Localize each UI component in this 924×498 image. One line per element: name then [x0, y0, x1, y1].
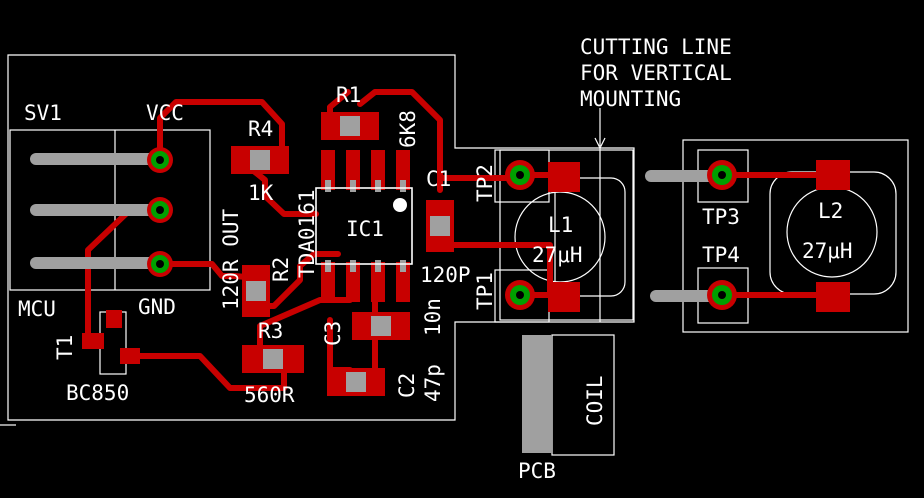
pad-gnd: [147, 251, 173, 277]
t1-footprint: [82, 310, 140, 364]
l1-inner-outline: [554, 177, 626, 297]
ic1-pin1-dot: [393, 198, 407, 212]
trace-r2-ic: [253, 251, 341, 309]
smd-pads: [82, 112, 850, 396]
pad-tp4: [707, 280, 737, 310]
cutting-line-text-1: CUTTING LINE: [580, 35, 732, 59]
tp3-label: TP3: [702, 205, 740, 229]
c2-label: C2: [395, 373, 419, 398]
ic1-pins-top: [321, 150, 410, 190]
main-board-outline: [7, 54, 635, 421]
trace-vcc-r4: [157, 99, 285, 163]
l1-circle: [514, 191, 606, 283]
ic1-pins-bottom: [321, 262, 410, 302]
vcc-label: VCC: [146, 101, 184, 125]
l1-label: L1: [548, 213, 573, 237]
cutting-line-text-3: MOUNTING: [580, 87, 681, 111]
c3-label: C3: [321, 321, 345, 346]
sv1-pin-3: [30, 257, 162, 269]
mcu-label: MCU: [18, 297, 56, 321]
c3-value: 10n: [421, 298, 445, 336]
r2-footprint: [242, 265, 270, 317]
l1-outline: [499, 149, 634, 321]
copper-traces: [85, 89, 835, 391]
cutting-line-arrow-head: [594, 137, 606, 150]
silkscreen-text: CUTTING LINE FOR VERTICAL MOUNTING SV1 V…: [18, 35, 853, 483]
r4-footprint: [231, 146, 289, 174]
board-outlines: [0, 54, 909, 456]
pad-tp1: [505, 280, 535, 310]
r2-label: R2: [269, 257, 293, 282]
pad-tp3: [707, 160, 737, 190]
bc850-label: BC850: [66, 381, 129, 405]
sv1-pin-2: [30, 204, 162, 216]
gnd-label: GND: [138, 295, 176, 319]
cutting-line-text-2: FOR VERTICAL: [580, 61, 732, 85]
pcb-strip: [522, 335, 552, 453]
r1-label: R1: [336, 83, 361, 107]
pad-mid: [147, 197, 173, 223]
l1-pads: [548, 162, 580, 312]
r3-footprint: [242, 345, 304, 373]
tp1-label: TP1: [473, 272, 497, 310]
sv1-pins: [30, 153, 720, 453]
right-board-outline: [682, 139, 909, 333]
r1-value: 6K8: [396, 110, 420, 148]
c2-value: 47p: [421, 364, 445, 402]
l2-label: L2: [818, 199, 843, 223]
r3-value: 560R: [244, 383, 295, 407]
t1-label: T1: [53, 335, 77, 360]
r4-value: 1K: [248, 181, 274, 205]
trace-r1-right: [357, 89, 443, 193]
tp2-label: TP2: [473, 164, 497, 202]
ic1-part-label: TDA0161: [295, 189, 319, 278]
tp3-pin: [645, 170, 715, 182]
r4-label: R4: [248, 117, 273, 141]
ic1-pin-markers: [325, 180, 406, 272]
pad-vcc: [147, 147, 173, 173]
trace-c1-l1: [437, 242, 553, 299]
ic1-label: IC1: [346, 217, 384, 241]
sv1-pin-1: [30, 153, 162, 165]
trace-r3-t1: [125, 353, 287, 391]
tht-pads: [147, 147, 737, 310]
tp4-label: TP4: [702, 243, 740, 267]
pad-tp2: [505, 160, 535, 190]
pcb-label: PCB: [518, 459, 556, 483]
r3-label: R3: [258, 319, 283, 343]
l2-value: 27μH: [802, 239, 853, 263]
l1-value: 27μH: [532, 243, 583, 267]
trace-gnd-t1: [85, 207, 163, 343]
sv1-outline: [9, 129, 211, 291]
sv1-label: SV1: [24, 101, 62, 125]
c1-footprint: [426, 200, 454, 252]
c1-value: 120P: [420, 263, 471, 287]
c1-label: C1: [426, 167, 451, 191]
r1-footprint: [321, 112, 379, 140]
coil-label: COIL: [583, 375, 607, 426]
ic1-body: [315, 187, 413, 265]
r2-value: 120R OUT: [219, 208, 243, 310]
l2-pads: [816, 160, 850, 312]
tp4-pin: [650, 290, 720, 302]
c3-footprint: [352, 312, 410, 340]
c2-footprint: [327, 368, 385, 396]
